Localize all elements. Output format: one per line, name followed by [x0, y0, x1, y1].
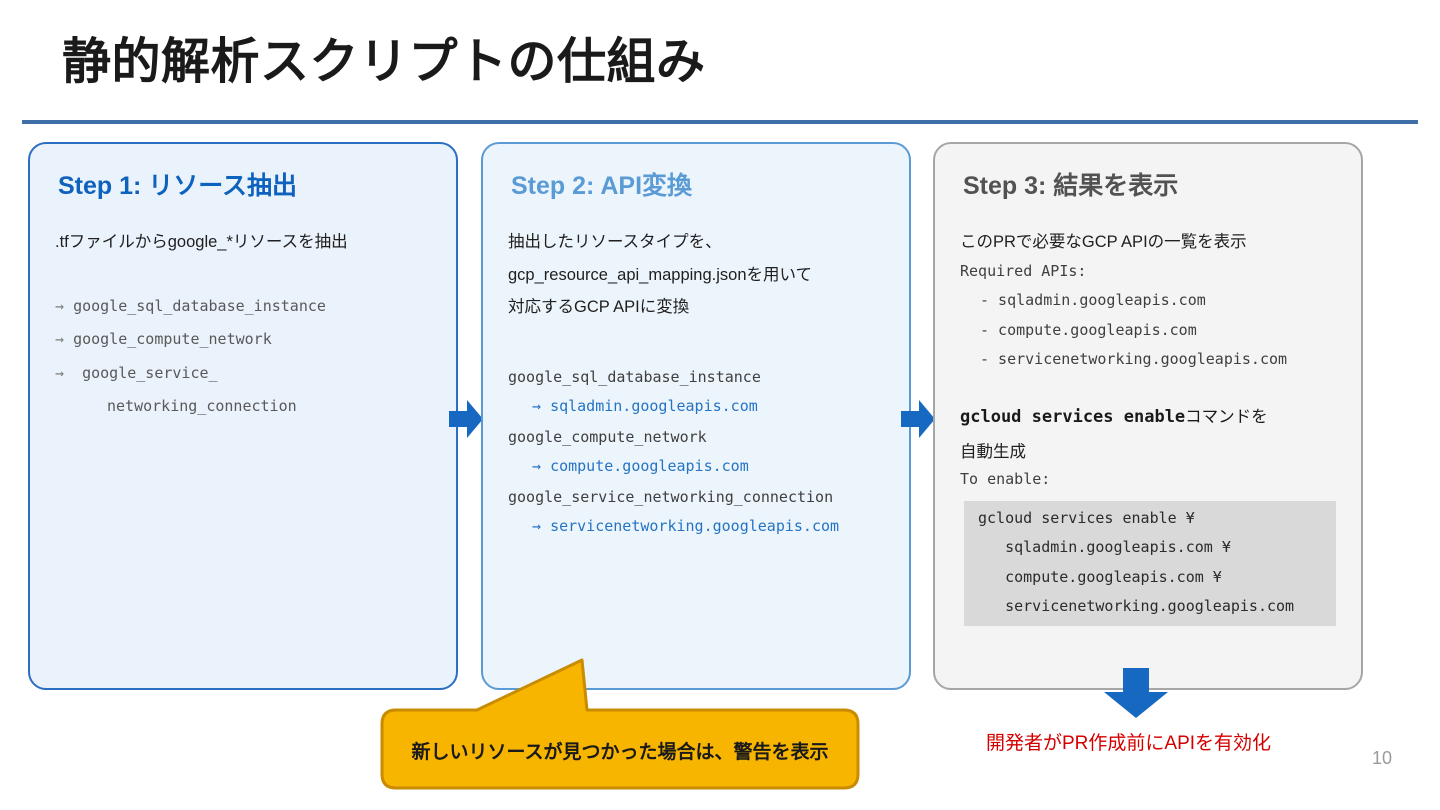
page-number: 10 — [1372, 748, 1393, 768]
step-1-title: Step 1: リソース抽出 — [58, 172, 298, 200]
code-line: sqladmin.googleapis.com ¥ — [978, 538, 1231, 556]
warning-callout: 新しいリソースが見つかった場合は、警告を表示 — [377, 658, 863, 790]
page-title: 静的解析スクリプトの仕組み — [62, 35, 706, 89]
code-line: compute.googleapis.com ¥ — [978, 567, 1222, 586]
alert-note: 開発者がPR作成前にAPIを有効化 — [986, 733, 1272, 754]
list-item: → google_sql_database_instance — [55, 296, 440, 315]
api-name: sqladmin.googleapis.com — [550, 397, 758, 416]
resource-name: google_sql_database_instance — [73, 296, 326, 315]
step-1-resource-list: → google_sql_database_instance → google_… — [55, 296, 440, 416]
arrow-glyph-icon: → — [55, 296, 65, 315]
auto-generate-label: 自動生成 — [960, 443, 1026, 461]
step-3-title: Step 3: 結果を表示 — [963, 172, 1179, 200]
api-name: servicenetworking.googleapis.com — [550, 517, 840, 536]
mapping-source: google_service_networking_connection — [508, 487, 834, 506]
step-1-body: .tfファイルからgoogle_*リソースを抽出 → google_sql_da… — [55, 230, 440, 415]
mapping-source: google_sql_database_instance — [508, 367, 761, 386]
gcloud-command-note: gcloud services enableコマンドを — [960, 407, 1345, 428]
arrow-down-icon-step3-to-note — [1104, 668, 1168, 718]
step-2-description: 抽出したリソースタイプを、 gcp_resource_api_mapping.j… — [508, 230, 893, 321]
step-1-card: Step 1: リソース抽出 .tfファイルからgoogle_*リソースを抽出 … — [28, 142, 458, 690]
step-1-description: .tfファイルからgoogle_*リソースを抽出 — [55, 233, 348, 251]
resource-name: google_compute_network — [73, 330, 272, 349]
resource-name-continuation: networking_connection — [107, 397, 297, 416]
gcloud-command-note-suffix: コマンドを — [1185, 407, 1268, 426]
to-enable-header: To enable: — [960, 470, 1051, 488]
title-divider — [22, 120, 1418, 124]
arrow-glyph-icon: → — [55, 330, 65, 349]
step-2-body: 抽出したリソースタイプを、 gcp_resource_api_mapping.j… — [508, 230, 893, 549]
step-3-body: このPRで必要なGCP APIの一覧を表示 Required APIs: - s… — [960, 230, 1345, 626]
description-line: gcp_resource_api_mapping.jsonを用いて — [508, 265, 812, 284]
step-2-title: Step 2: API変換 — [511, 172, 693, 200]
required-apis-header: Required APIs: — [960, 261, 1087, 280]
code-line: servicenetworking.googleapis.com — [978, 597, 1295, 615]
mapping-source: google_compute_network — [508, 427, 707, 446]
step-2-mapping-list: google_sql_database_instance → sqladmin.… — [508, 369, 893, 535]
arrow-glyph-icon: → — [55, 363, 65, 382]
list-item: → google_compute_network — [55, 331, 440, 348]
arrow-glyph-icon: → — [532, 517, 542, 536]
arrow-right-icon-step2-to-step3 — [901, 400, 935, 438]
resource-name: google_service_ — [73, 363, 218, 382]
arrow-right-icon-step1-to-step2 — [449, 400, 483, 438]
arrow-glyph-icon: → — [532, 457, 542, 476]
api-name: compute.googleapis.com — [550, 457, 749, 476]
mapping-target: → compute.googleapis.com — [508, 458, 893, 475]
description-line: 抽出したリソースタイプを、 — [508, 233, 722, 251]
list-item: → google_service_ — [55, 363, 440, 382]
description-line: 対応するGCP APIに変換 — [508, 298, 690, 317]
mapping-target: → servicenetworking.googleapis.com — [508, 518, 893, 535]
step-3-description: このPRで必要なGCP APIの一覧を表示 — [960, 233, 1247, 251]
step-3-card: Step 3: 結果を表示 このPRで必要なGCP APIの一覧を表示 Requ… — [933, 142, 1363, 690]
gcloud-command-text: gcloud services enable — [960, 406, 1186, 427]
mapping-target: → sqladmin.googleapis.com — [508, 398, 893, 415]
required-api-item: - servicenetworking.googleapis.com — [980, 350, 1288, 369]
arrow-glyph-icon: → — [532, 397, 542, 416]
spacer — [960, 381, 1345, 407]
code-line: gcloud services enable ¥ — [978, 508, 1195, 527]
required-api-item: - compute.googleapis.com — [980, 320, 1197, 339]
required-api-item: - sqladmin.googleapis.com — [980, 291, 1206, 310]
code-block: gcloud services enable ¥ sqladmin.google… — [964, 500, 1336, 626]
step-2-card: Step 2: API変換 抽出したリソースタイプを、 gcp_resource… — [481, 142, 911, 690]
